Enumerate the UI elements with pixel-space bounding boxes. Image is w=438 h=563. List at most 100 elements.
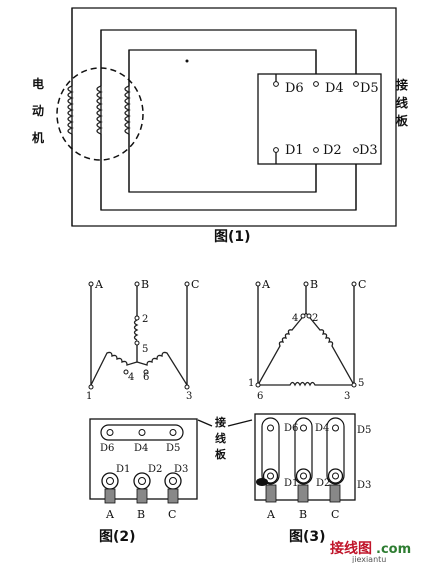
label-d2: D2 bbox=[323, 143, 342, 158]
fig3-node-3-label: 3 bbox=[344, 391, 350, 402]
fig3-d5 bbox=[332, 424, 339, 432]
fig2-coil-c bbox=[136, 351, 188, 386]
fig3-node-4-label: 4 bbox=[292, 313, 298, 324]
fig3-bottom-c: C bbox=[331, 508, 339, 521]
fig2-bottom-a: A bbox=[105, 508, 115, 521]
fig2-label-d4: D4 bbox=[134, 443, 148, 454]
motor-label-1: 电 bbox=[32, 76, 44, 91]
board-label-2: 线 bbox=[396, 95, 408, 110]
fig3-node-1 bbox=[255, 382, 261, 388]
fig2-coil-a bbox=[90, 351, 138, 386]
fig3-coil-left bbox=[257, 312, 307, 386]
fig3-coil-bottom bbox=[258, 381, 354, 387]
fig2-shorting-bar bbox=[100, 424, 184, 441]
fig2-node-4 bbox=[123, 369, 129, 375]
label-d3: D3 bbox=[359, 143, 378, 158]
fig3-bottom-a: A bbox=[266, 508, 276, 521]
figure-1: D6 D4 D5 D1 D2 D3 电 动 机 接 线 板 图(1) bbox=[32, 7, 409, 245]
fig2-node-5 bbox=[134, 340, 140, 346]
motor-label-3: 机 bbox=[32, 130, 44, 145]
label-d1: D1 bbox=[285, 143, 304, 158]
fig3-label-c: C bbox=[358, 278, 366, 291]
motor-coil-3 bbox=[124, 85, 131, 135]
fig3-d4 bbox=[300, 424, 307, 432]
watermark: 接线图 .com jiexiantu bbox=[330, 540, 411, 563]
fig2-label-d5: D5 bbox=[166, 443, 180, 454]
motor-label-2: 动 bbox=[32, 104, 44, 118]
watermark-cn: 接线图 bbox=[330, 540, 372, 557]
fig3-label-d6: D6 bbox=[284, 423, 298, 434]
terminal-d5 bbox=[353, 81, 359, 87]
fig3-bottom-b: B bbox=[299, 508, 307, 521]
terminal-d1 bbox=[273, 147, 279, 153]
board-label-1: 接 bbox=[396, 77, 408, 92]
fig2-label-d6: D6 bbox=[100, 443, 114, 454]
fig3-node-5 bbox=[351, 382, 357, 388]
fig2-label-b: B bbox=[141, 278, 149, 291]
fig2-coil-b bbox=[133, 319, 139, 341]
fig3-line-a-terminal bbox=[255, 281, 261, 287]
fig2-d5 bbox=[169, 429, 177, 436]
watermark-url: jiexiantu bbox=[351, 555, 386, 563]
terminal-d4 bbox=[313, 81, 319, 87]
fig3-label-d5: D5 bbox=[357, 425, 371, 436]
fig2-label-d1: D1 bbox=[116, 464, 130, 475]
fig2-bottom-c: C bbox=[168, 508, 176, 521]
fig3-node-1-label: 1 bbox=[248, 378, 254, 389]
fig3-line-c-terminal bbox=[351, 281, 357, 287]
fig2-node-3 bbox=[184, 384, 190, 390]
fig2-bottom-b: B bbox=[137, 508, 145, 521]
watermark-domain: .com bbox=[376, 542, 411, 557]
fig3-label-d3: D3 bbox=[357, 480, 371, 491]
fig3-shorting-bar-2 bbox=[294, 417, 313, 485]
fig3-label-a: A bbox=[261, 278, 271, 291]
fig2-label-d3: D3 bbox=[174, 464, 188, 475]
fig2-label-d2: D2 bbox=[148, 464, 162, 475]
terminal-d2 bbox=[313, 147, 319, 153]
fig3-d6 bbox=[267, 424, 274, 432]
board-label-shared-1: 接 bbox=[215, 415, 226, 429]
fig2-d6 bbox=[106, 429, 114, 436]
fig2-node-4-label: 4 bbox=[128, 372, 134, 383]
terminal-d6 bbox=[273, 81, 279, 87]
fig3-node-6-label: 6 bbox=[257, 391, 263, 402]
fig2-node-5-label: 5 bbox=[142, 344, 148, 355]
fig3-label-d1: D1 bbox=[284, 478, 298, 489]
figure-2: A B C 2 5 4 6 1 3 D6 D4 D5 D1 D2 D3 bbox=[86, 278, 199, 545]
fig3-node-4 bbox=[300, 313, 306, 319]
fig2-node-6 bbox=[143, 369, 149, 375]
fig3-node-2-label: 2 bbox=[312, 313, 318, 324]
fig3-line-b-terminal bbox=[303, 281, 309, 287]
fig2-node-6-label: 6 bbox=[143, 372, 149, 383]
fig2-node-2 bbox=[134, 315, 140, 321]
fig2-node-3-label: 3 bbox=[186, 391, 192, 402]
terminal-d3 bbox=[353, 147, 359, 153]
fig3-label-d4: D4 bbox=[315, 423, 329, 434]
board-label-shared-3: 板 bbox=[215, 447, 227, 461]
fig2-label-c: C bbox=[191, 278, 199, 291]
label-d6: D6 bbox=[285, 81, 304, 96]
fig2-node-1-label: 1 bbox=[86, 391, 92, 402]
fig3-coil-right bbox=[305, 312, 355, 386]
figure-3-caption: 图(3) bbox=[289, 529, 326, 545]
fig2-node-1 bbox=[88, 384, 94, 390]
figure-1-caption: 图(1) bbox=[214, 229, 251, 245]
fig2-d4 bbox=[138, 429, 146, 436]
board-label-shared-2: 线 bbox=[215, 431, 226, 445]
label-d5: D5 bbox=[360, 81, 379, 96]
fig3-label-d2: D2 bbox=[316, 478, 330, 489]
figure-2-caption: 图(2) bbox=[99, 529, 136, 545]
motor-outline bbox=[56, 67, 144, 161]
fig2-label-a: A bbox=[94, 278, 104, 291]
board-label-3: 板 bbox=[396, 113, 409, 128]
label-d4: D4 bbox=[325, 81, 344, 96]
fig2-node-2-label: 2 bbox=[142, 314, 148, 325]
fig3-node-5-label: 5 bbox=[358, 378, 364, 389]
fig2-line-b-terminal bbox=[134, 281, 140, 287]
fig3-shorting-bar-1 bbox=[261, 417, 280, 485]
fig3-shorting-bar-3 bbox=[326, 417, 345, 485]
motor-coil-1 bbox=[67, 85, 74, 135]
fig2-line-a-terminal bbox=[88, 281, 94, 287]
fig2-line-c-terminal bbox=[184, 281, 190, 287]
